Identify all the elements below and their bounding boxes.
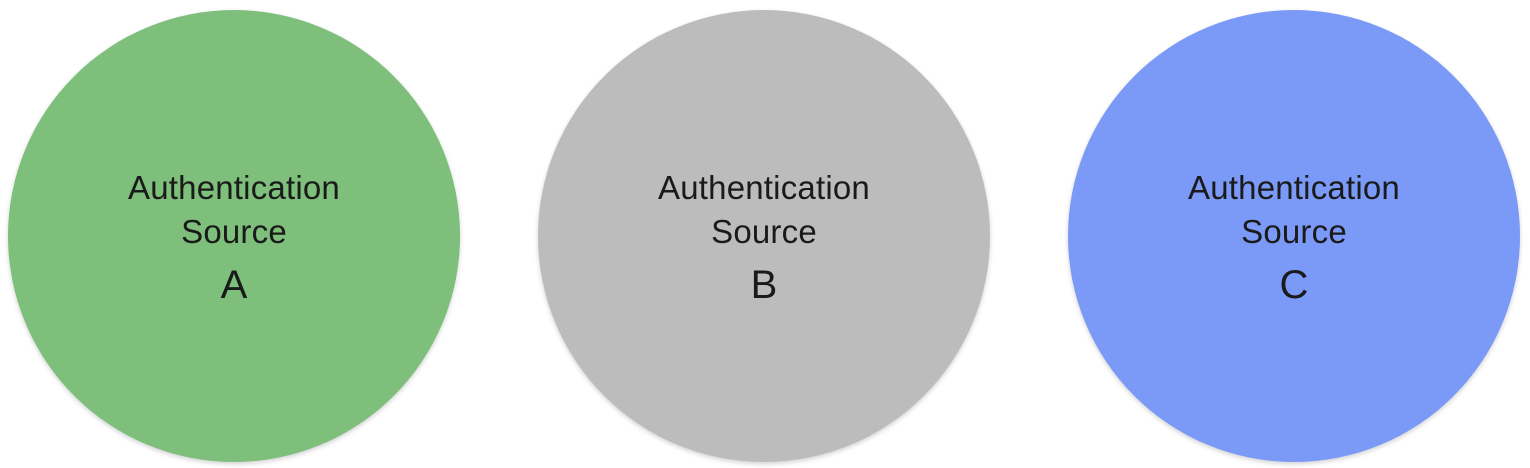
circle-label-line1: Authentication: [1188, 169, 1400, 206]
circle-label: Authentication Source A: [8, 166, 460, 314]
circle-label: Authentication Source C: [1068, 166, 1520, 314]
authentication-source-b-circle: Authentication Source B: [538, 10, 990, 462]
circle-label: Authentication Source B: [538, 166, 990, 314]
circle-label-line2: Source: [711, 213, 817, 250]
circle-label-line1: Authentication: [128, 169, 340, 206]
circle-label-line2: Source: [181, 213, 287, 250]
circle-label-line2: Source: [1241, 213, 1347, 250]
circle-label-line1: Authentication: [658, 169, 870, 206]
circle-label-letter: C: [1279, 263, 1309, 307]
authentication-source-a-circle: Authentication Source A: [8, 10, 460, 462]
authentication-source-c-circle: Authentication Source C: [1068, 10, 1520, 462]
circle-label-letter: B: [750, 263, 778, 307]
circle-label-letter: A: [220, 263, 248, 307]
